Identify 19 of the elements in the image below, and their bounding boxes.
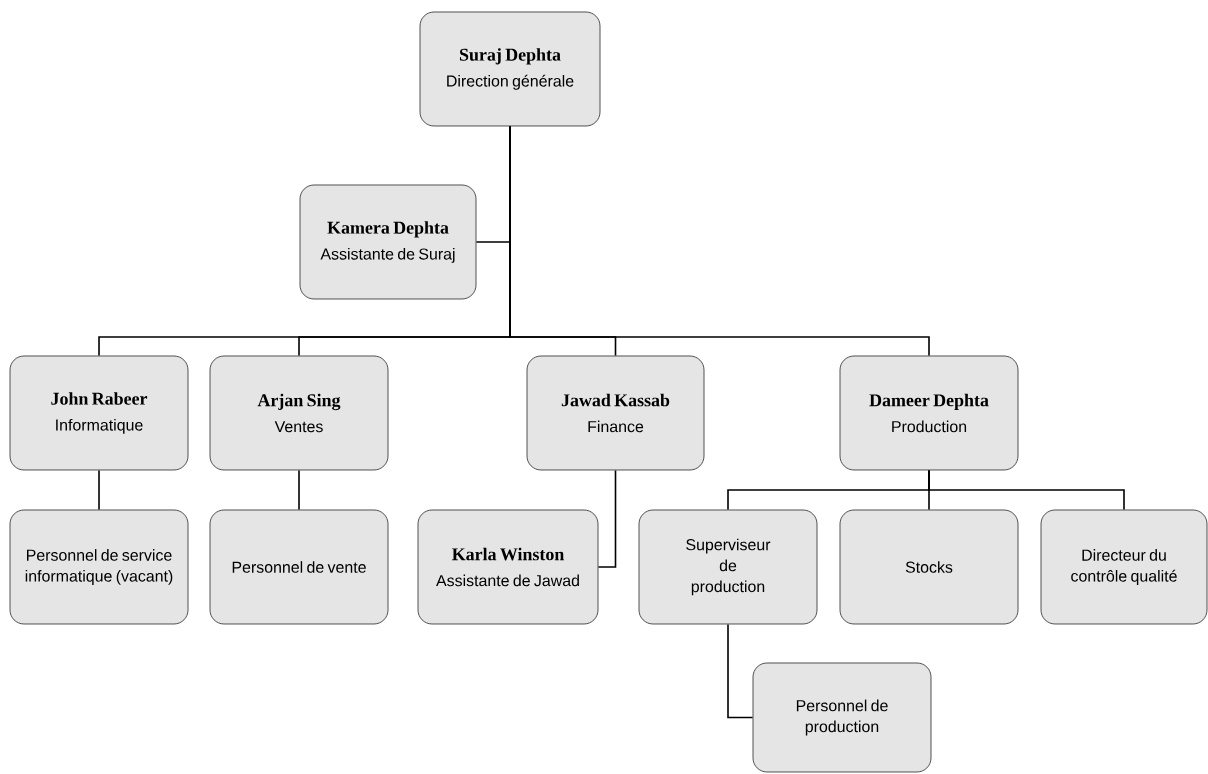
org-box: Jawad Kassab Finance	[526, 355, 705, 471]
org-box: Directeur du contrôle qualité	[1040, 509, 1208, 625]
org-box: Suraj Dephta Direction générale	[419, 11, 601, 127]
connector	[597, 469, 617, 568]
org-box: Dameer Dephta Production	[839, 355, 1019, 471]
org-box: Arjan Sing Ventes	[209, 355, 389, 471]
org-box: Personnel de production	[752, 662, 932, 773]
org-box: Kamera Dephta Assistante de Suraj	[299, 184, 477, 300]
org-box: Stocks	[839, 509, 1019, 625]
org-box: John Rabeer Informatique	[9, 355, 189, 471]
connector	[298, 469, 300, 511]
connector	[98, 469, 100, 511]
connector	[928, 469, 1125, 511]
org-box: Personnel de vente	[209, 509, 389, 625]
connector	[727, 623, 754, 719]
org-box: Personnel de service informatique (vacant)	[9, 509, 189, 625]
connector	[509, 125, 930, 357]
org-box: Karla Winston Assistante de Jawad	[417, 509, 599, 625]
org-box: Superviseur de production	[638, 509, 818, 625]
